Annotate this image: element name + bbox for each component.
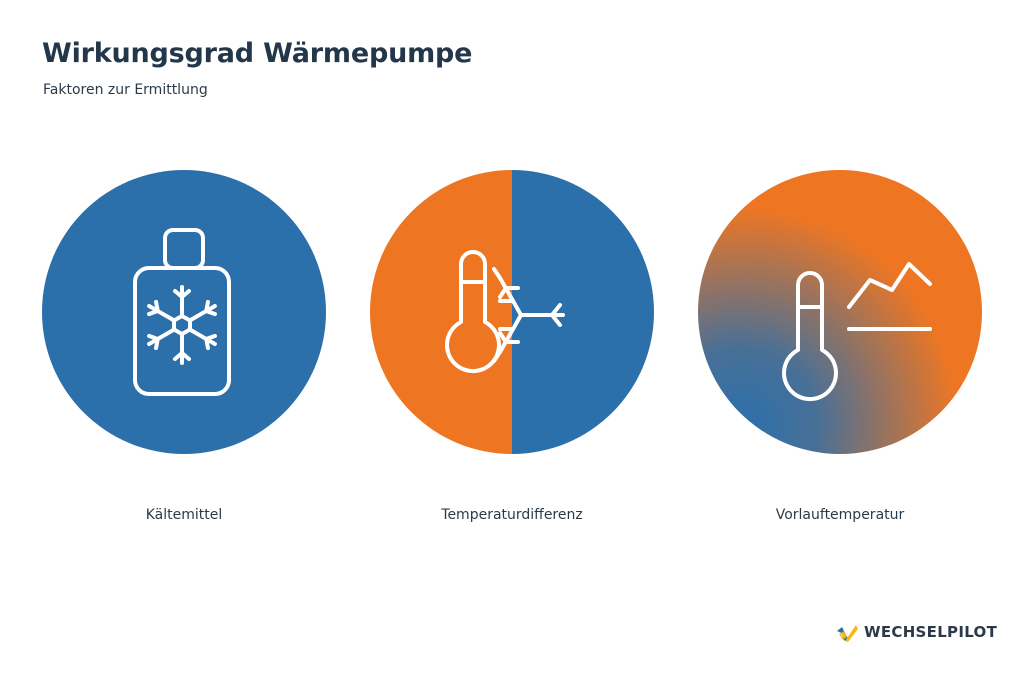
factor-label: Kältemittel [145, 507, 223, 523]
factor-circle [698, 170, 982, 454]
factor-card-vorlauftemperatur: Vorlauftemperatur [698, 170, 982, 523]
factor-label: Vorlauftemperatur [775, 507, 905, 523]
page-subtitle: Faktoren zur Ermittlung [43, 82, 208, 98]
factor-card-kaeltemittel: Kältemittel [42, 170, 326, 523]
thermometer-snowflake-icon [445, 250, 565, 373]
thermometer-chart-icon [782, 262, 932, 401]
factor-circle [370, 170, 654, 454]
brand-logo: WECHSELPILOT [836, 622, 997, 642]
factor-card-temperaturdifferenz: Temperaturdifferenz [370, 170, 654, 523]
wechselpilot-logo-icon [837, 625, 858, 642]
factor-circle [42, 170, 326, 454]
brand-name: WECHSELPILOT [864, 623, 998, 641]
page-title: Wirkungsgrad Wärmepumpe [42, 38, 473, 69]
refrigerant-bottle-snowflake-icon [133, 228, 231, 396]
factor-label: Temperaturdifferenz [441, 507, 583, 523]
